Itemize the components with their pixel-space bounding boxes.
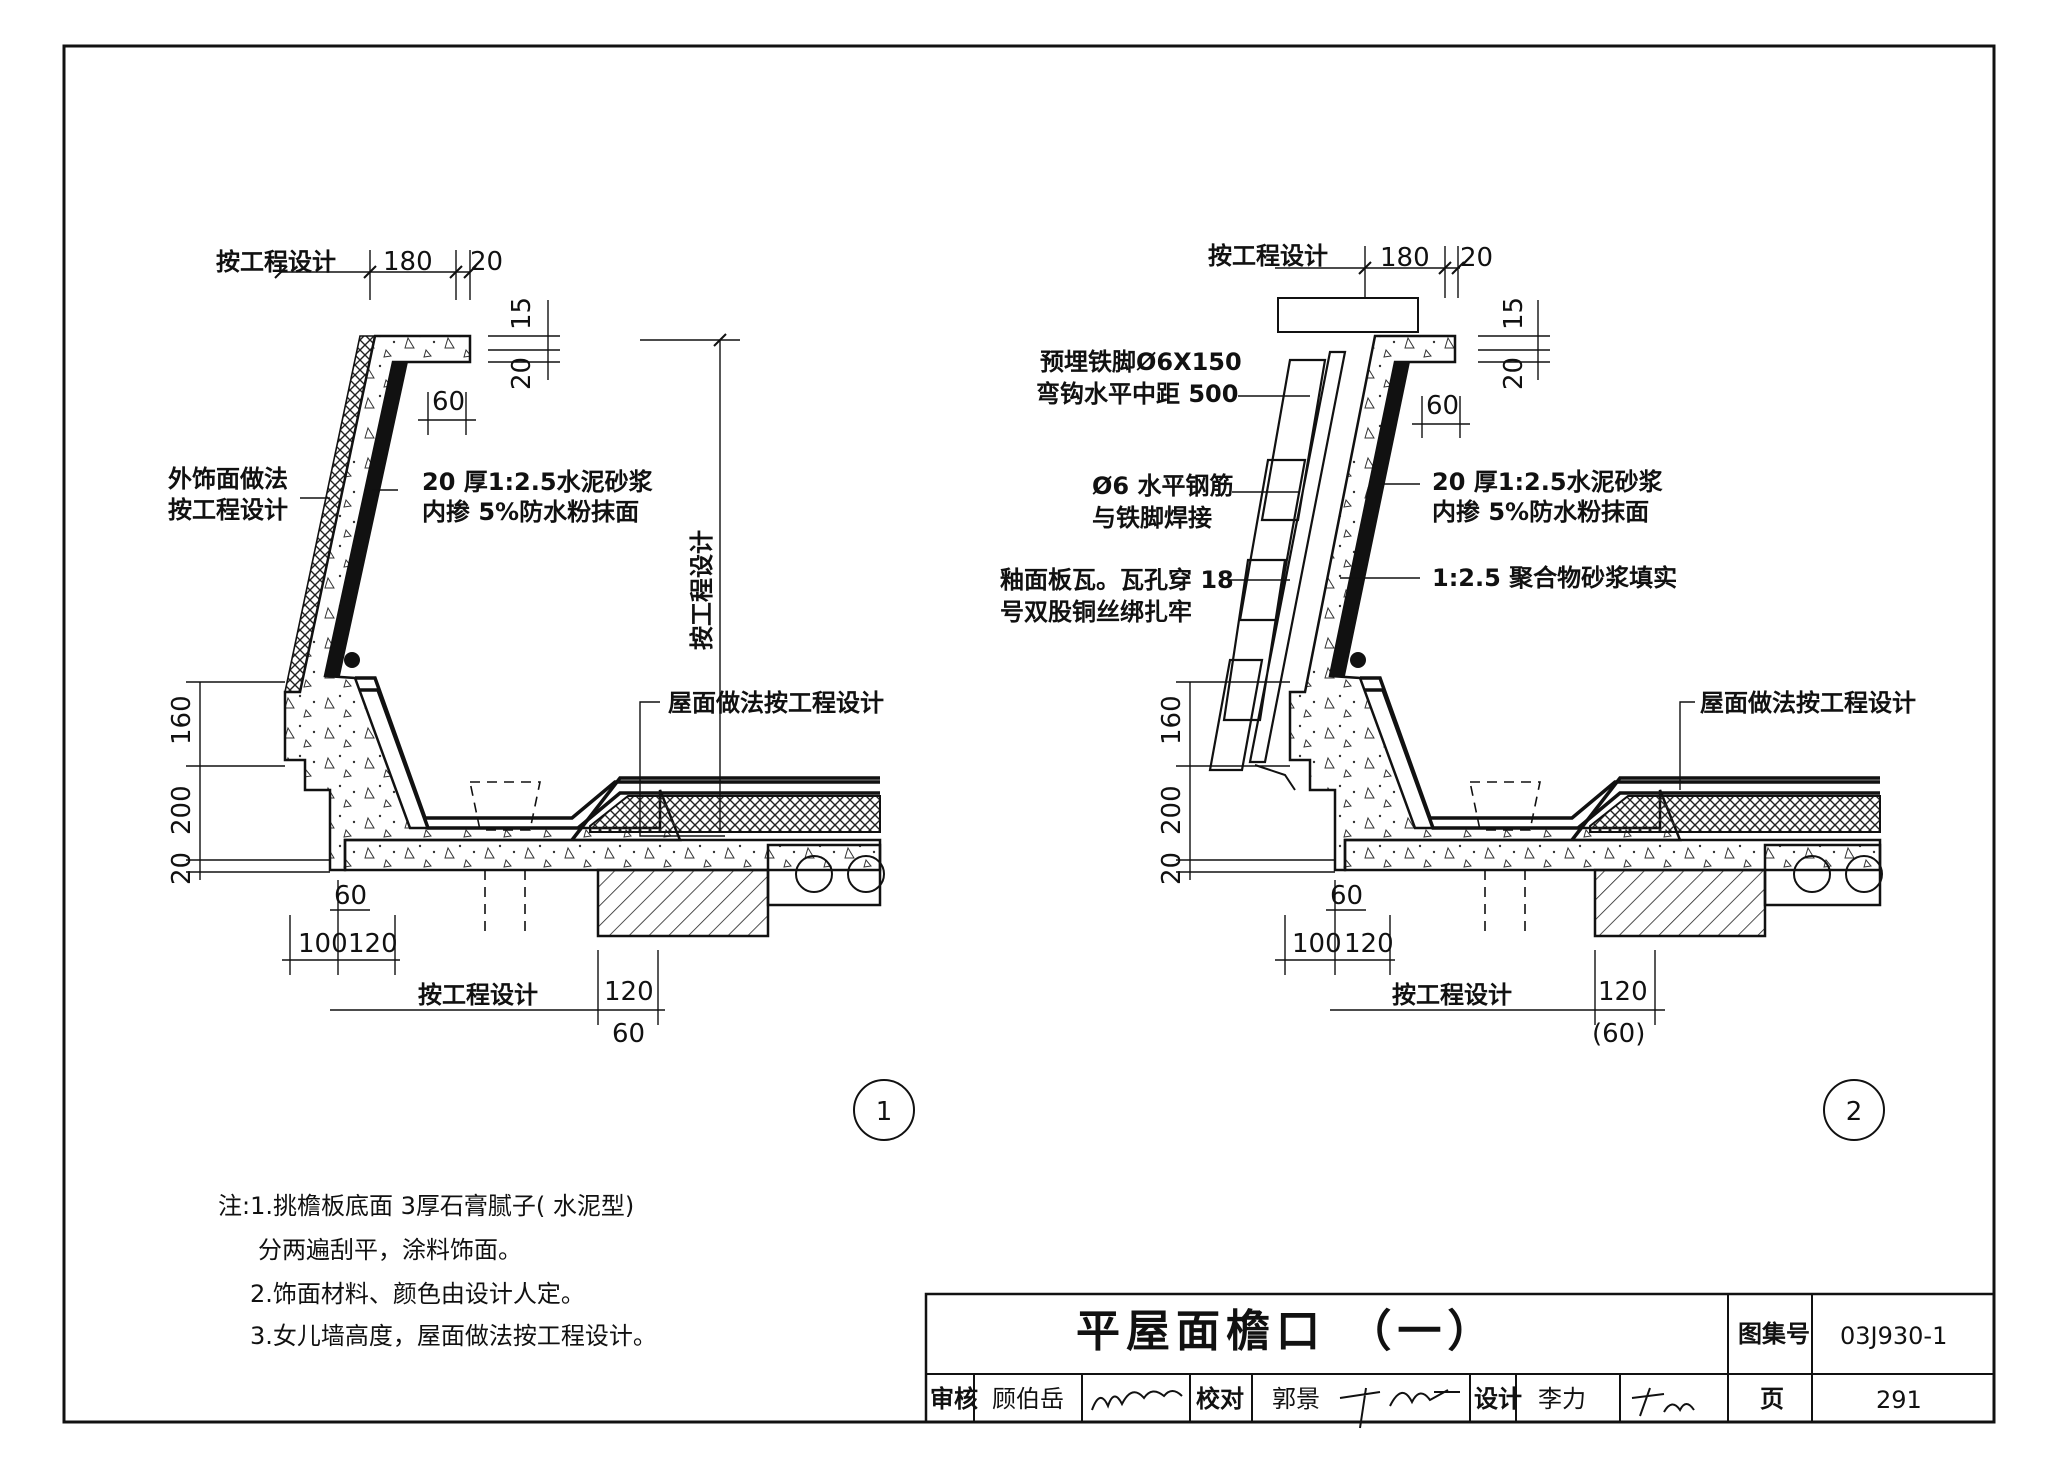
wall-section-2 [1593,868,1767,938]
dim-bottom-100-2: 100 [1292,929,1342,959]
dim-top-20-2: 20 [1460,243,1493,273]
detail-1: 按工程设计 180 20 15 20 60 按工程设计 160 200 20 6… [167,247,915,1141]
dim-left-200-2: 200 [1157,785,1187,835]
page-label: 页 [1760,1385,1784,1413]
label-finish-1: 外饰面做法 [168,465,288,493]
note-line-3: 2.饰面材料、颜色由设计人定。 [250,1280,585,1308]
insulation-layer-2 [1589,795,1881,833]
detail-2: 按工程设计 180 20 15 20 60 160 200 20 60 100 … [1000,242,1916,1141]
dim-top-design-2: 按工程设计 [1208,242,1328,270]
label-anchor-2: 弯钩水平中距 500 [1036,380,1238,408]
dim-side-15: 15 [507,297,537,330]
label-anchor-1: 预埋铁脚Ø6X150 [1040,348,1242,376]
label-tile-1: 釉面板瓦。瓦孔穿 18 [1000,566,1234,594]
label-finish-2: 按工程设计 [168,496,288,524]
note-line-2: 分两遍刮平，涂料饰面。 [258,1236,522,1264]
dim-bottom-120b-2: 120 [1598,977,1648,1007]
checker-signature [1339,1387,1460,1429]
dim-bottom-100: 100 [298,929,348,959]
dim-left-20: 20 [167,852,197,885]
notes: 注:1.挑檐板底面 3厚石膏腻子( 水泥型) 分两遍刮平，涂料饰面。 2.饰面材… [218,1192,657,1350]
dim-bottom-60: 60 [334,881,367,911]
label-mortar-2: 内掺 5%防水粉抹面 [422,498,639,526]
label-mortar2-1: 20 厚1:2.5水泥砂浆 [1432,468,1664,496]
label-polymer: 1:2.5 聚合物砂浆填实 [1432,564,1677,592]
note-line-4: 3.女儿墙高度，屋面做法按工程设计。 [250,1322,657,1350]
detail-number-circle-1 [853,1079,915,1141]
label-roof-2: 屋面做法按工程设计 [1700,689,1916,717]
label-roof-1: 屋面做法按工程设计 [668,689,884,717]
designer-signature [1631,1387,1695,1417]
label-rebar-1: Ø6 水平钢筋 [1092,472,1233,500]
note-line-1: 注:1.挑檐板底面 3厚石膏腻子( 水泥型) [218,1192,634,1220]
sheet-title: 平屋面檐口 （一） [1076,1306,1497,1357]
dim-bottom-design-2: 按工程设计 [1392,981,1512,1009]
dim-left-160-2: 160 [1157,695,1187,745]
label-mortar2-2: 内掺 5%防水粉抹面 [1432,498,1649,526]
atlas-number: 03J930-1 [1840,1322,1947,1350]
dim-bottom-120-2: 120 [1344,929,1394,959]
dim-left-20-2: 20 [1157,852,1187,885]
dim-inner-60-2: 60 [1426,391,1459,421]
insulation-layer [589,795,881,833]
atlas-label: 图集号 [1738,1320,1810,1348]
label-mortar-1: 20 厚1:2.5水泥砂浆 [422,468,654,496]
dim-bottom-60b-2: (60) [1592,1019,1645,1049]
label-tile-2: 号双股铜丝绑扎牢 [1000,598,1192,626]
dim-left-160: 160 [167,695,197,745]
wall-section [596,868,770,938]
title-block: 平屋面檐口 （一） 图集号 03J930-1 审核 顾伯岳 校对 郭景 设计 李… [924,1292,1996,1429]
dim-top-180-2: 180 [1380,243,1430,273]
review-label: 审核 [930,1385,978,1413]
mortar-layer [325,362,408,676]
dim-bottom-120: 120 [348,929,398,959]
designer-name: 李力 [1538,1385,1586,1413]
dim-bottom-60b: 60 [612,1019,645,1049]
dim-top-180: 180 [383,247,433,277]
label-rebar-2: 与铁脚焊接 [1092,504,1212,532]
page-number: 291 [1876,1386,1922,1414]
dim-side-20-2: 20 [1499,357,1529,390]
detail-number-circle-2 [1823,1079,1885,1141]
design-label: 设计 [1474,1385,1522,1413]
dim-side-15-2: 15 [1499,297,1529,330]
dim-height-design: 按工程设计 [688,530,716,650]
detail-number-1: 1 [876,1097,893,1127]
dim-side-20: 20 [507,357,537,390]
glazed-tiles [1208,350,1347,772]
dim-top-20: 20 [470,247,503,277]
mortar-layer-2 [1330,362,1410,676]
reviewer-name: 顾伯岳 [992,1385,1064,1413]
dim-inner-60: 60 [432,387,465,417]
detail-number-2: 2 [1846,1097,1863,1127]
reviewer-signature [1091,1390,1183,1411]
check-label: 校对 [1196,1385,1244,1413]
dim-top-design: 按工程设计 [216,248,336,276]
dim-left-200: 200 [167,785,197,835]
checker-name: 郭景 [1272,1385,1320,1413]
dim-bottom-design: 按工程设计 [418,981,538,1009]
dim-bottom-120b: 120 [604,977,654,1007]
